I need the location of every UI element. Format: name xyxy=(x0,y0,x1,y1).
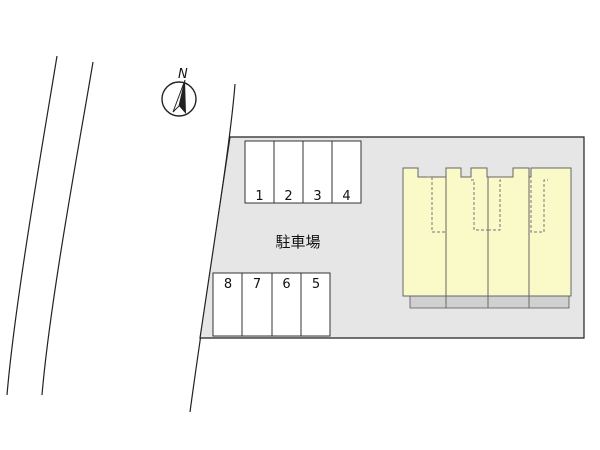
parking-space-1: 1 xyxy=(255,189,263,204)
north-label: N xyxy=(178,67,188,82)
parking-row-bottom: 8 7 6 5 xyxy=(212,272,331,337)
parking-space-5: 5 xyxy=(312,277,320,292)
parking-space-6: 6 xyxy=(282,277,290,292)
road-edge-line-outer xyxy=(6,55,58,396)
unit-interior-dashed xyxy=(530,179,548,233)
parking-space-7: 7 xyxy=(253,277,261,292)
parking-space-3: 3 xyxy=(313,189,321,204)
parking-space-8: 8 xyxy=(224,277,232,292)
building-body xyxy=(402,167,572,297)
road-edge-line-inner xyxy=(41,61,94,396)
building-base-shadow xyxy=(409,294,570,309)
building xyxy=(402,167,572,309)
parking-area-label: 駐車場 xyxy=(275,233,320,251)
north-arrow-icon: N xyxy=(161,67,197,117)
parking-space-2: 2 xyxy=(284,189,292,204)
unit-interior-dashed xyxy=(471,179,502,231)
parking-row-top: 1 2 3 4 xyxy=(244,140,362,204)
unit-interior-dashed xyxy=(427,176,446,233)
parking-space-4: 4 xyxy=(342,189,350,204)
